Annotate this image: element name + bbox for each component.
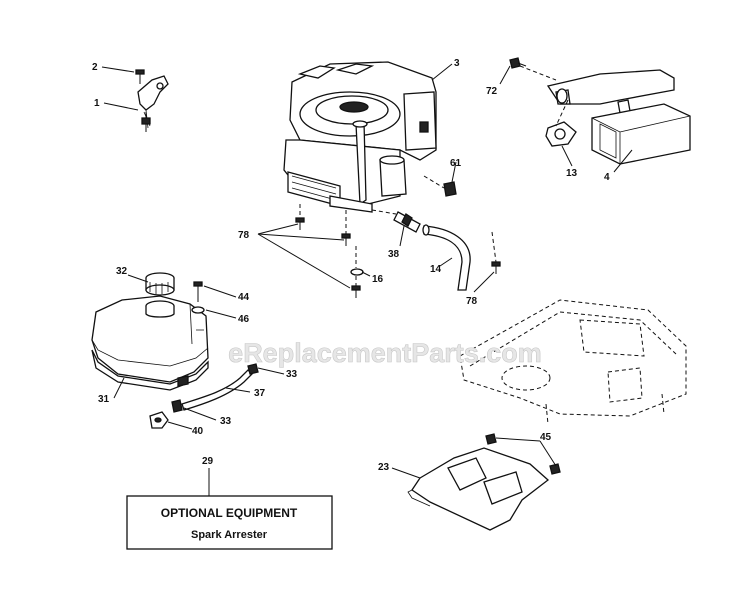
mounting-bolt-part	[341, 233, 351, 246]
screw-part	[485, 433, 497, 445]
callout-16: 16	[372, 274, 384, 285]
callout-38: 38	[388, 249, 400, 260]
optional-equipment-subtitle: Spark Arrester	[191, 529, 268, 541]
callout-40: 40	[192, 426, 204, 437]
washer-part	[350, 268, 364, 276]
fuel-fitting-part	[393, 211, 421, 233]
hose-clamp-part	[247, 363, 259, 375]
watermark-text: eReplacementParts.com	[228, 338, 542, 368]
callout-72: 72	[486, 86, 498, 97]
optional-equipment-title: OPTIONAL EQUIPMENT	[161, 506, 298, 520]
hose-clamp-part	[171, 399, 183, 413]
mounting-bolt-part	[491, 261, 501, 274]
screw-part	[135, 69, 145, 84]
callout-labels: 2 1 3 72 13 4 61 78 38 14 16 78 32 44 46…	[92, 58, 610, 473]
callout-14: 14	[430, 264, 442, 275]
callout-46: 46	[238, 314, 250, 325]
callout-33: 33	[220, 416, 232, 427]
callout-2: 2	[92, 62, 98, 73]
bolt-part	[443, 181, 457, 197]
callout-45: 45	[540, 432, 552, 443]
mounting-bolt-part	[295, 217, 305, 230]
callout-78: 78	[238, 230, 250, 241]
fuel-tank-part	[91, 295, 209, 391]
callout-37: 37	[254, 388, 266, 399]
callout-44: 44	[238, 292, 250, 303]
callout-78: 78	[466, 296, 478, 307]
fuel-cap-part	[145, 272, 175, 296]
optional-equipment-box: OPTIONAL EQUIPMENT Spark Arrester	[126, 495, 333, 550]
callout-29: 29	[202, 456, 214, 467]
bolt-part	[509, 57, 527, 69]
spark-arrester-bracket-part	[407, 447, 550, 531]
leader-lines	[101, 63, 633, 496]
callout-3: 3	[454, 58, 460, 69]
screw-part	[193, 281, 203, 302]
engine-part	[283, 61, 437, 213]
fuel-hose-part	[422, 224, 471, 291]
screw-part	[549, 463, 561, 475]
grommet-part	[149, 411, 169, 429]
gasket-part	[545, 121, 577, 147]
callout-33: 33	[286, 369, 298, 380]
callout-13: 13	[566, 168, 578, 179]
callout-23: 23	[378, 462, 390, 473]
muffler-part	[546, 69, 691, 165]
mounting-bolt-part	[351, 285, 361, 298]
callout-1: 1	[94, 98, 100, 109]
callout-4: 4	[604, 172, 610, 183]
washer-part	[191, 306, 205, 314]
callout-31: 31	[98, 394, 110, 405]
throttle-control-part	[137, 75, 169, 132]
callout-61: 61	[450, 158, 462, 169]
chassis-frame-part	[459, 299, 687, 425]
callout-32: 32	[116, 266, 128, 277]
